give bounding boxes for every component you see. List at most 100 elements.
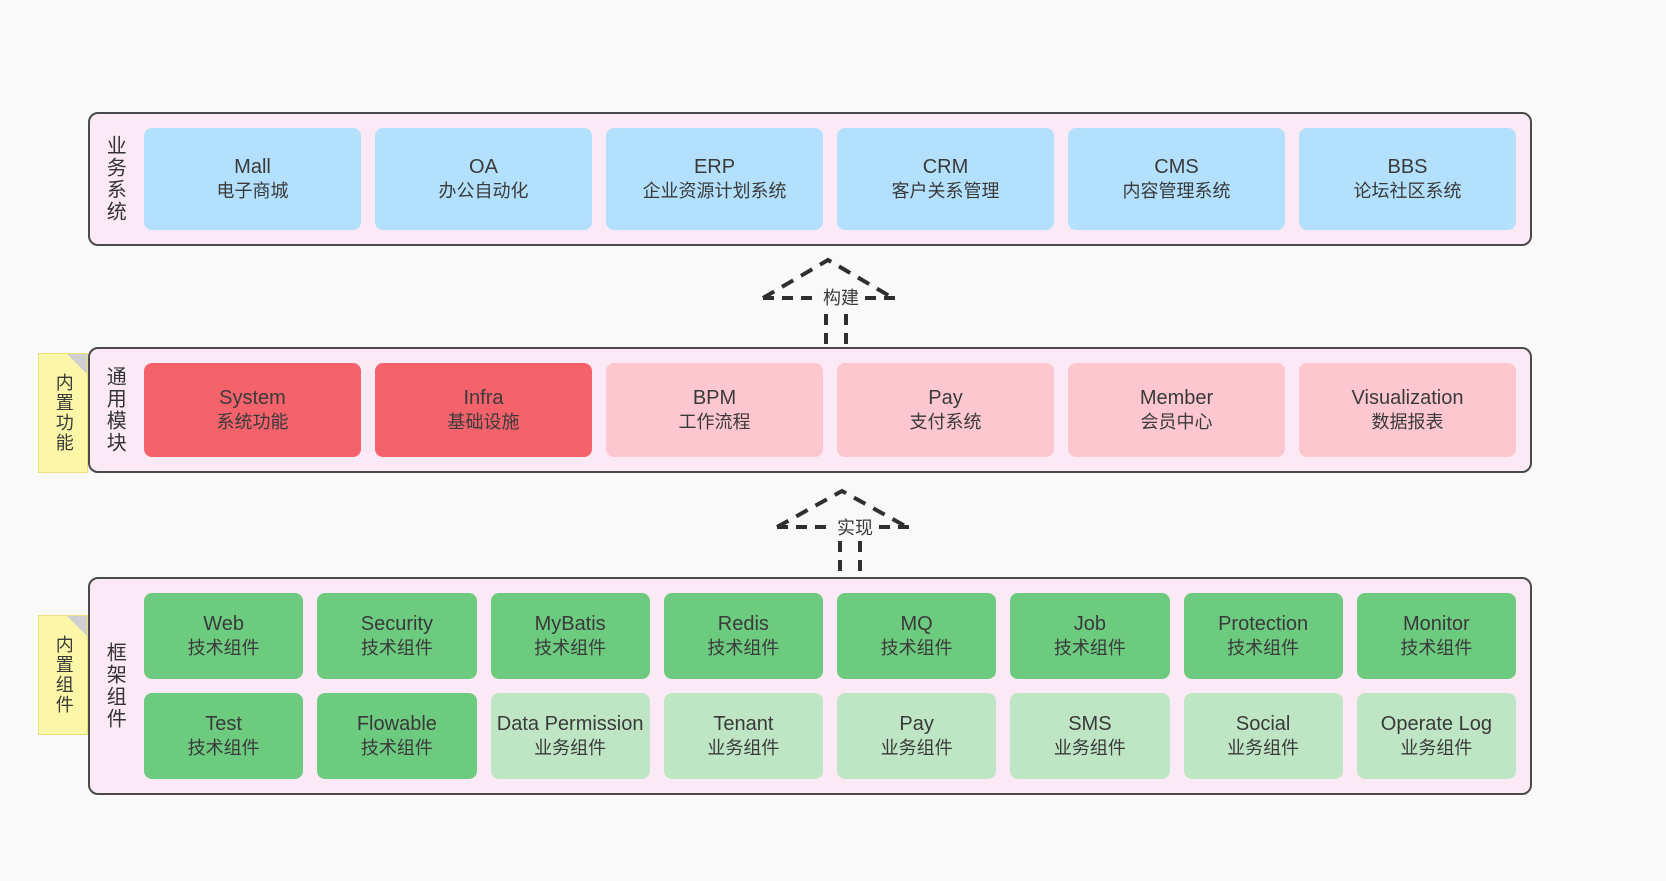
card-title: Security	[360, 612, 433, 635]
card-title: Pay	[899, 712, 934, 735]
card-job[interactable]: Job 技术组件	[1010, 593, 1170, 679]
card-cms[interactable]: CMS 内容管理系统	[1068, 128, 1285, 230]
sticky-note-builtin-components: 内置组件	[38, 615, 88, 735]
layer-title-common-module: 通用模块	[103, 366, 126, 454]
fold-corner-icon	[67, 354, 87, 374]
card-monitor[interactable]: Monitor 技术组件	[1356, 593, 1516, 679]
card-subtitle: 基础设施	[447, 412, 520, 433]
card-subtitle: 系统功能	[216, 412, 289, 433]
card-title: MQ	[900, 612, 933, 635]
layer-title-business-system: 业务系统	[103, 135, 126, 223]
card-subtitle: 会员中心	[1140, 412, 1213, 433]
card-title: Web	[203, 612, 244, 635]
card-subtitle: 业务组件	[1400, 738, 1473, 759]
card-title: Member	[1139, 386, 1214, 409]
card-title: Operate Log	[1380, 712, 1492, 735]
sticky-note-builtin-features: 内置功能	[38, 353, 88, 473]
layer-common-module: 通用模块 System 系统功能 Infra 基础设施 BPM 工作流程 Pay…	[88, 347, 1532, 473]
card-data-permission[interactable]: Data Permission 业务组件	[490, 693, 650, 779]
card-pay-component[interactable]: Pay 业务组件	[837, 693, 997, 779]
card-subtitle: 客户关系管理	[891, 181, 1000, 202]
card-row: Web 技术组件 Security 技术组件 MyBatis 技术组件 Redi…	[144, 593, 1516, 679]
card-title: Redis	[717, 612, 769, 635]
card-title: ERP	[693, 155, 736, 178]
card-test[interactable]: Test 技术组件	[144, 693, 304, 779]
connector-label-build: 构建	[820, 284, 862, 310]
card-visualization[interactable]: Visualization 数据报表	[1299, 363, 1516, 457]
card-title: Flowable	[356, 712, 437, 735]
card-title: MyBatis	[534, 612, 606, 635]
card-oa[interactable]: OA 办公自动化	[375, 128, 592, 230]
connector-implement: 实现	[772, 488, 912, 573]
card-subtitle: 企业资源计划系统	[642, 181, 787, 202]
card-title: Tenant	[713, 712, 774, 735]
card-title: Pay	[928, 386, 963, 409]
sticky-note-label: 内置组件	[53, 635, 74, 715]
card-subtitle: 技术组件	[880, 638, 953, 659]
layer-body-framework-component: Web 技术组件 Security 技术组件 MyBatis 技术组件 Redi…	[138, 579, 1530, 793]
card-subtitle: 技术组件	[360, 738, 433, 759]
sticky-note-label: 内置功能	[53, 373, 74, 453]
card-infra[interactable]: Infra 基础设施	[375, 363, 592, 457]
card-title: Job	[1073, 612, 1106, 635]
card-title: BPM	[692, 386, 737, 409]
card-row: Test 技术组件 Flowable 技术组件 Data Permission …	[144, 693, 1516, 779]
card-title: Data Permission	[496, 712, 644, 735]
card-social[interactable]: Social 业务组件	[1183, 693, 1343, 779]
card-subtitle: 技术组件	[187, 738, 260, 759]
card-subtitle: 业务组件	[1053, 738, 1126, 759]
connector-label-implement: 实现	[834, 514, 876, 540]
card-flowable[interactable]: Flowable 技术组件	[317, 693, 477, 779]
card-subtitle: 工作流程	[678, 412, 751, 433]
card-title: Protection	[1218, 612, 1309, 635]
card-sms[interactable]: SMS 业务组件	[1010, 693, 1170, 779]
card-subtitle: 电子商城	[216, 181, 289, 202]
card-title: Visualization	[1351, 386, 1464, 409]
layer-body-common-module: System 系统功能 Infra 基础设施 BPM 工作流程 Pay 支付系统…	[138, 349, 1530, 471]
card-title: Infra	[463, 386, 504, 409]
card-web[interactable]: Web 技术组件	[144, 593, 304, 679]
card-title: OA	[469, 155, 498, 178]
card-crm[interactable]: CRM 客户关系管理	[837, 128, 1054, 230]
card-subtitle: 技术组件	[360, 638, 433, 659]
card-subtitle: 内容管理系统	[1122, 181, 1231, 202]
card-operate-log[interactable]: Operate Log 业务组件	[1356, 693, 1516, 779]
card-subtitle: 数据报表	[1371, 412, 1444, 433]
card-title: Test	[205, 712, 242, 735]
card-erp[interactable]: ERP 企业资源计划系统	[606, 128, 823, 230]
card-title: System	[219, 386, 286, 409]
card-subtitle: 业务组件	[707, 738, 780, 759]
card-subtitle: 技术组件	[1227, 638, 1300, 659]
card-pay[interactable]: Pay 支付系统	[837, 363, 1054, 457]
card-redis[interactable]: Redis 技术组件	[663, 593, 823, 679]
card-title: Mall	[234, 155, 271, 178]
card-title: BBS	[1387, 155, 1428, 178]
card-bbs[interactable]: BBS 论坛社区系统	[1299, 128, 1516, 230]
card-protection[interactable]: Protection 技术组件	[1183, 593, 1343, 679]
card-subtitle: 业务组件	[880, 738, 953, 759]
card-subtitle: 技术组件	[187, 638, 260, 659]
card-member[interactable]: Member 会员中心	[1068, 363, 1285, 457]
card-title: CMS	[1154, 155, 1199, 178]
card-subtitle: 支付系统	[909, 412, 982, 433]
card-tenant[interactable]: Tenant 业务组件	[663, 693, 823, 779]
layer-title-framework-component: 框架组件	[103, 642, 126, 730]
card-mybatis[interactable]: MyBatis 技术组件	[490, 593, 650, 679]
card-bpm[interactable]: BPM 工作流程	[606, 363, 823, 457]
card-row: Mall 电子商城 OA 办公自动化 ERP 企业资源计划系统 CRM 客户关系…	[144, 128, 1516, 230]
card-system[interactable]: System 系统功能	[144, 363, 361, 457]
card-subtitle: 技术组件	[707, 638, 780, 659]
card-subtitle: 办公自动化	[438, 181, 529, 202]
layer-body-business-system: Mall 电子商城 OA 办公自动化 ERP 企业资源计划系统 CRM 客户关系…	[138, 114, 1530, 244]
card-mq[interactable]: MQ 技术组件	[837, 593, 997, 679]
card-title: Monitor	[1403, 612, 1470, 635]
card-subtitle: 论坛社区系统	[1353, 181, 1462, 202]
card-title: SMS	[1068, 712, 1112, 735]
fold-corner-icon	[67, 616, 87, 636]
card-row: System 系统功能 Infra 基础设施 BPM 工作流程 Pay 支付系统…	[144, 363, 1516, 457]
card-security[interactable]: Security 技术组件	[317, 593, 477, 679]
card-subtitle: 业务组件	[1227, 738, 1300, 759]
card-mall[interactable]: Mall 电子商城	[144, 128, 361, 230]
card-subtitle: 技术组件	[1400, 638, 1473, 659]
